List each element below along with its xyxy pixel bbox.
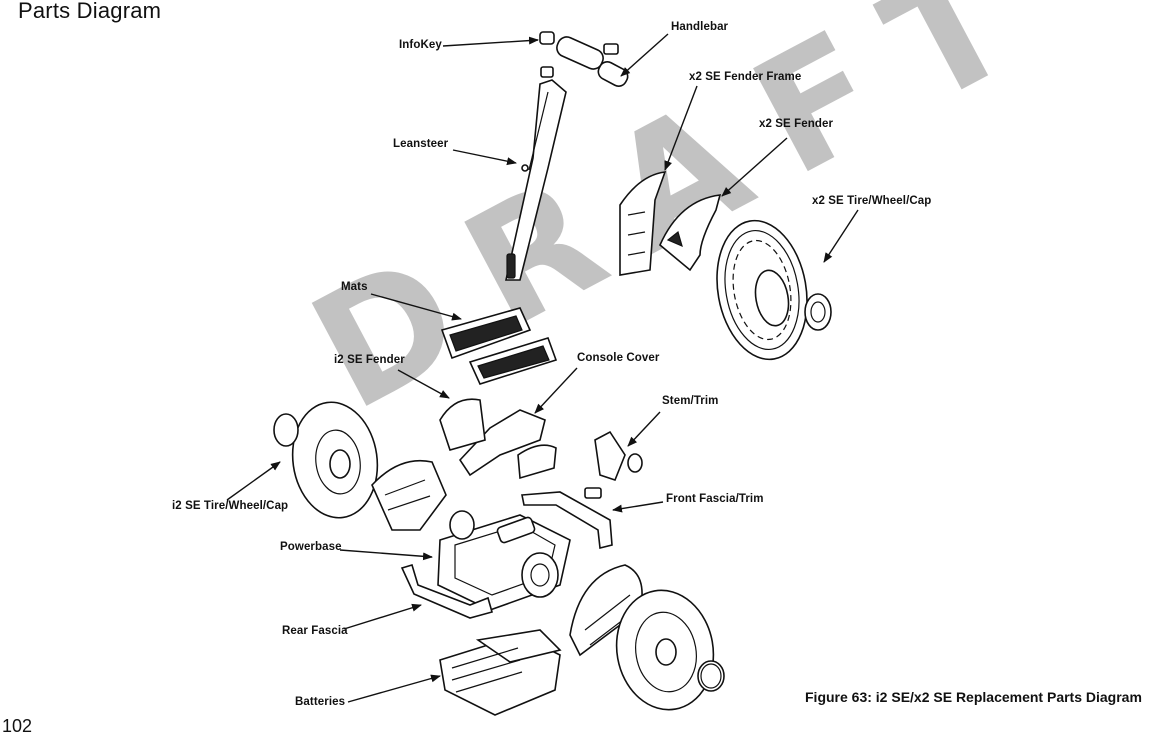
batteries-drawing — [439, 629, 562, 716]
infokey-drawing — [539, 31, 555, 78]
callout-arrows — [226, 33, 859, 703]
console-cover-drawing — [458, 409, 557, 480]
callout-batteries: Batteries — [295, 696, 346, 708]
callout-x2-tire-wheel-cap: x2 SE Tire/Wheel/Cap — [812, 195, 932, 207]
callout-x2-fender: x2 SE Fender — [759, 118, 834, 130]
powerbase-drawing — [437, 510, 571, 611]
i2-tire-wheel-drawing — [273, 401, 447, 531]
page-title: Parts Diagram — [18, 0, 162, 23]
callout-i2-tire-wheel-cap: i2 SE Tire/Wheel/Cap — [172, 500, 289, 512]
x2-tire-wheel-drawing — [716, 219, 832, 361]
callout-infokey: InfoKey — [399, 39, 442, 51]
callout-stem-trim: Stem/Trim — [662, 395, 719, 407]
handlebar-drawing — [556, 36, 629, 87]
callout-rear-fascia: Rear Fascia — [282, 625, 348, 637]
callout-x2-fender-frame: x2 SE Fender Frame — [689, 71, 802, 83]
page-number: 102 — [2, 716, 33, 736]
callout-handlebar: Handlebar — [671, 21, 729, 33]
right-wheel-drawing — [569, 564, 725, 711]
leansteer-drawing — [505, 79, 567, 281]
callout-console-cover: Console Cover — [577, 352, 660, 364]
figure-caption: Figure 63: i2 SE/x2 SE Replacement Parts… — [805, 689, 1142, 705]
callout-leansteer: Leansteer — [393, 138, 449, 150]
callout-powerbase: Powerbase — [280, 541, 342, 553]
callout-front-fascia-trim: Front Fascia/Trim — [666, 493, 764, 505]
front-fascia-drawing — [521, 487, 613, 549]
x2-fender-drawing — [659, 194, 722, 272]
x2-fender-frame-drawing — [619, 171, 667, 276]
callout-i2-fender: i2 SE Fender — [334, 354, 405, 366]
mats-drawing — [440, 307, 558, 385]
callout-mats: Mats — [341, 281, 368, 293]
stem-trim-drawing — [594, 430, 643, 481]
i2-fender-drawing — [439, 398, 486, 451]
rear-fascia-drawing — [400, 564, 493, 619]
